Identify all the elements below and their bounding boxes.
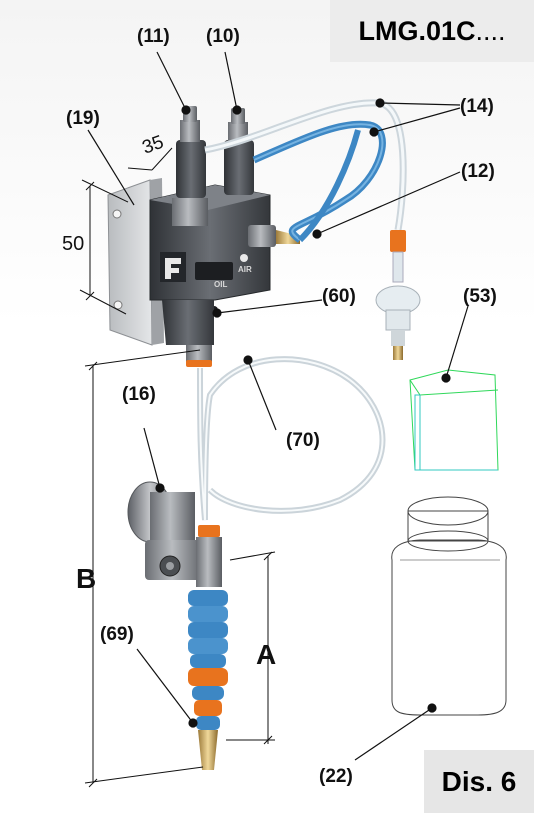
model-code-suffix: .... — [475, 15, 506, 46]
callout-11: (11) — [137, 26, 170, 47]
callout-12: (12) — [461, 161, 495, 182]
outlet-orange-ring — [186, 360, 212, 367]
dimension-lines — [79, 147, 276, 788]
bracket-hole-bottom — [113, 300, 123, 310]
brand-logo — [160, 252, 186, 282]
fitting-11 — [172, 106, 208, 226]
callout-53: (53) — [463, 286, 497, 307]
nozzle-assembly — [188, 525, 228, 770]
figure-label-box: Dis. 6 — [424, 750, 534, 813]
dimension-a-label: A — [256, 639, 276, 670]
figure-label: Dis. 6 — [441, 765, 517, 797]
bracket-hole-top — [112, 209, 122, 219]
model-code: LMG.01C — [358, 15, 476, 46]
sight-glass — [375, 230, 421, 360]
oil-marking: OIL — [214, 280, 227, 289]
callout-16: (16) — [122, 384, 156, 405]
fitting-12 — [248, 225, 300, 247]
dimension-b-label: B — [76, 563, 96, 594]
fitting-10 — [224, 108, 254, 195]
callout-60: (60) — [322, 286, 356, 307]
oil-tube-70 — [197, 356, 386, 521]
callout-19: (19) — [66, 108, 100, 129]
valve-body: OIL AIR — [149, 184, 271, 367]
callout-70: (70) — [286, 430, 320, 451]
callout-10: (10) — [206, 26, 240, 47]
callout-leaders — [87, 51, 469, 761]
air-marking: AIR — [238, 265, 252, 274]
callout-14: (14) — [460, 96, 494, 117]
callout-69: (69) — [100, 624, 134, 645]
dimension-height-label: 50 — [62, 233, 84, 255]
orange-collar — [188, 668, 228, 686]
model-code-box: LMG.01C.... — [330, 0, 534, 62]
dimension-depth-label: 35 — [140, 132, 167, 159]
oil-bottle-22 — [391, 496, 507, 716]
filter-bag-53 — [409, 369, 499, 471]
callout-22: (22) — [319, 766, 353, 787]
gauge-16 — [127, 481, 205, 580]
